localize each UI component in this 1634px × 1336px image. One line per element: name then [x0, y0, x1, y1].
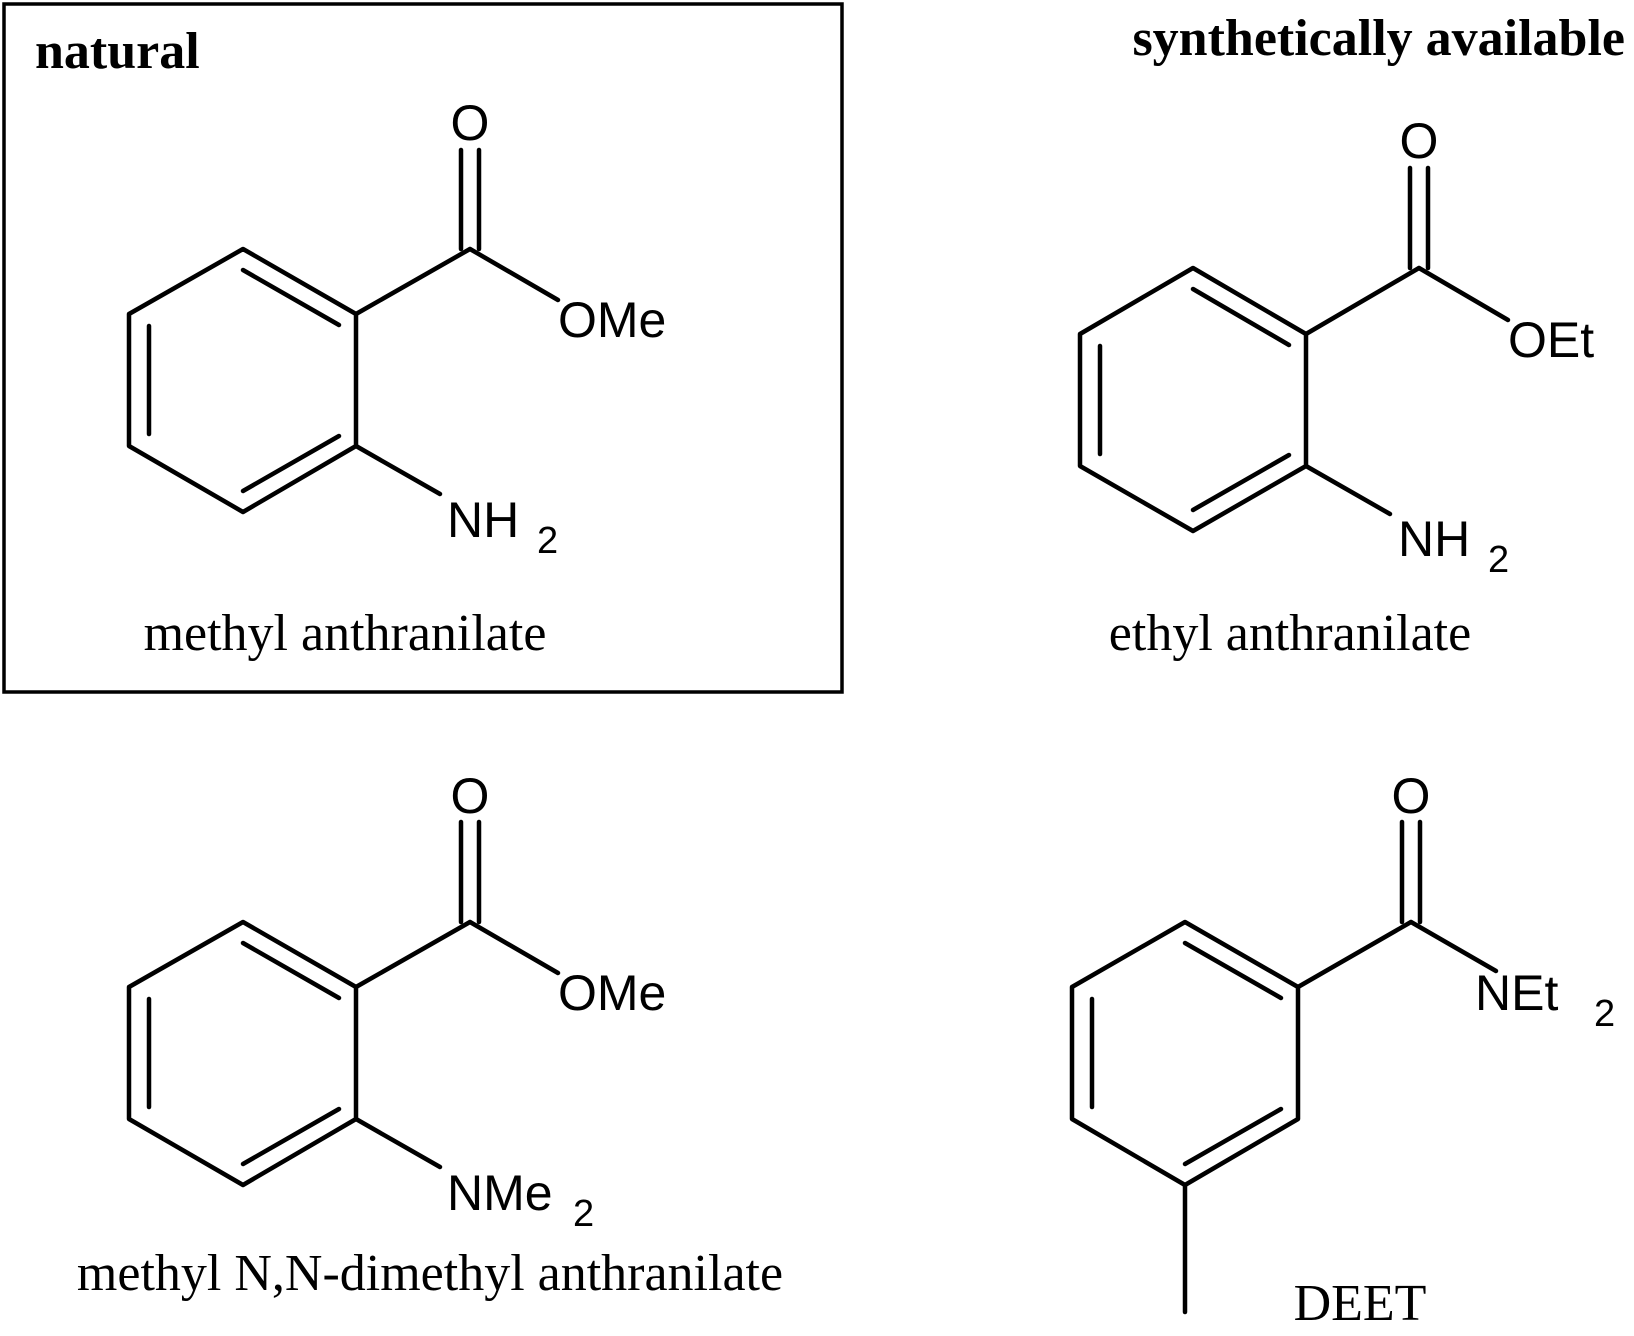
deet-group: O NEt 2 DEET: [1069, 768, 1615, 1332]
ring-double-bond: [1182, 1106, 1284, 1167]
carbonyl-oxygen-label: O: [451, 768, 490, 824]
ring-double-bond: [240, 1106, 342, 1167]
carbonyl-oxygen-label: O: [1392, 768, 1431, 824]
ester-label: OMe: [558, 965, 666, 1021]
amide-subscript: 2: [1594, 993, 1615, 1035]
natural-group: natural O OMe NH 2 methyl anthranilate: [2, 2, 844, 694]
dimethyl-anthranilate-group: O OMe NMe 2 methyl N,N-dimethyl anthrani…: [77, 768, 783, 1302]
synthetic-heading: synthetically available: [1132, 10, 1625, 67]
ethyl-anthranilate-structure: O OEt NH 2: [1077, 113, 1594, 581]
ring-double-bond: [1190, 286, 1292, 348]
ring-double-bond: [240, 267, 342, 328]
ring-carbonyl-bond: [353, 246, 473, 317]
amine-subscript: 2: [537, 520, 558, 562]
amide-label: NEt: [1475, 965, 1558, 1021]
amine-label: NH: [447, 492, 519, 548]
natural-heading: natural: [35, 23, 200, 80]
ring-double-bond: [240, 433, 342, 494]
amine-label: NH: [1398, 511, 1470, 567]
synthetic-group: synthetically available O OEt NH 2 ethyl…: [1077, 10, 1625, 662]
amine-label: NMe: [447, 1165, 553, 1221]
carbonyl-oxygen-label: O: [451, 95, 490, 151]
ester-bond: [467, 919, 561, 976]
deet-structure: O NEt 2: [1069, 768, 1615, 1315]
ring-double-bond: [240, 940, 342, 1001]
dimethyl-anthranilate-structure: O OMe NMe 2: [126, 768, 666, 1235]
amide-bond: [1408, 919, 1499, 974]
ethyl-anthranilate-caption: ethyl anthranilate: [1109, 605, 1471, 662]
amine-bond: [353, 443, 443, 497]
ester-bond: [467, 246, 561, 303]
amine-bond: [353, 1116, 443, 1170]
benzene-ring: [126, 246, 359, 515]
ring-double-bond: [1190, 452, 1292, 513]
dimethyl-anthranilate-caption: methyl N,N-dimethyl anthranilate: [77, 1245, 783, 1302]
ester-bond: [1416, 265, 1511, 323]
benzene-ring: [1069, 919, 1301, 1188]
carbonyl-oxygen-label: O: [1400, 113, 1439, 169]
benzene-ring: [126, 919, 359, 1188]
ring-carbonyl-bond: [353, 919, 473, 990]
amine-subscript: 2: [573, 1193, 594, 1235]
amine-subscript: 2: [1488, 539, 1509, 581]
ester-label: OEt: [1508, 312, 1594, 368]
ester-label: OMe: [558, 292, 666, 348]
benzene-ring: [1077, 265, 1309, 534]
ring-carbonyl-bond: [1303, 265, 1422, 337]
ring-double-bond: [1182, 940, 1284, 1001]
methyl-anthranilate-caption: methyl anthranilate: [144, 605, 547, 662]
methyl-anthranilate-structure: O OMe NH 2: [126, 95, 666, 562]
deet-caption: DEET: [1294, 1275, 1427, 1332]
ring-carbonyl-bond: [1295, 919, 1414, 990]
amine-bond: [1303, 463, 1393, 517]
natural-box: [2, 2, 844, 694]
